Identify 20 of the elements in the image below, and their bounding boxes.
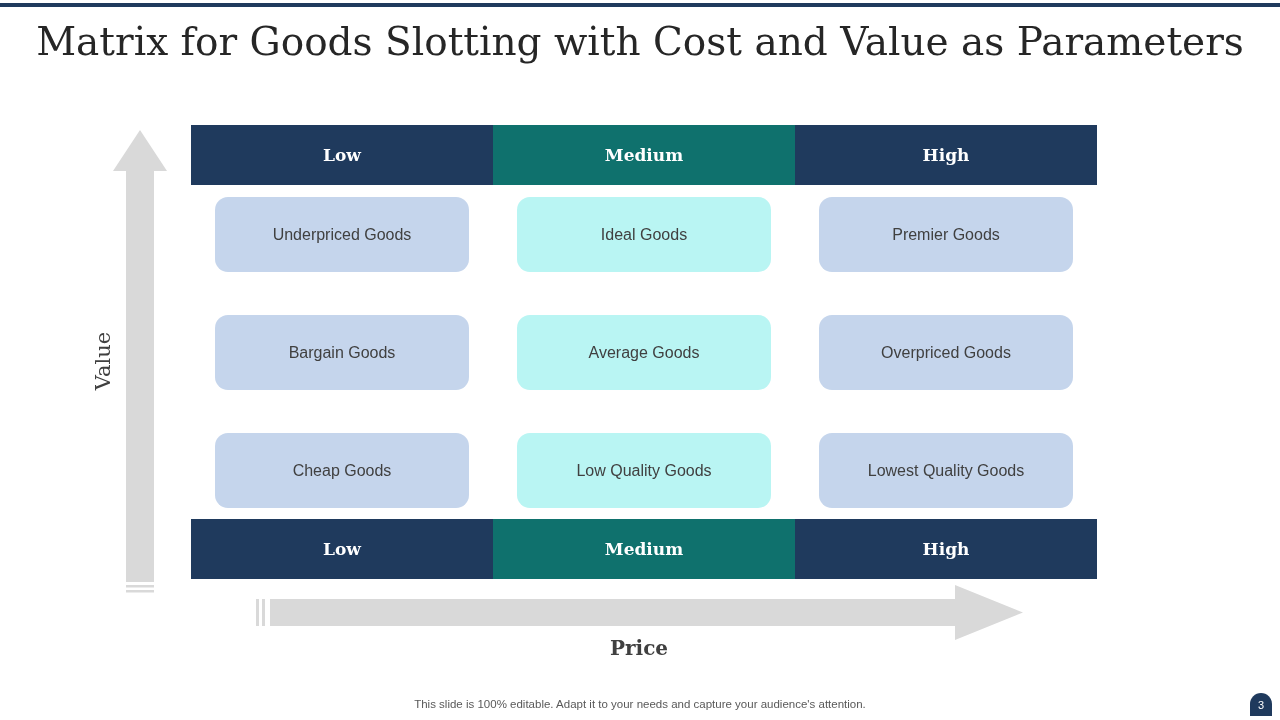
goods-category-card: Premier Goods (819, 197, 1073, 272)
goods-category-card: Underpriced Goods (215, 197, 469, 272)
level-header-band: Medium (493, 125, 795, 185)
level-header-band: Low (191, 125, 493, 185)
goods-category-card: Overpriced Goods (819, 315, 1073, 390)
axis-label: Value (91, 331, 115, 391)
goods-category-card: Low Quality Goods (517, 433, 771, 508)
slide-title: Matrix for Goods Slotting with Cost and Value as Parameters (36, 18, 1244, 66)
goods-category-card: Lowest Quality Goods (819, 433, 1073, 508)
goods-category-card: Ideal Goods (517, 197, 771, 272)
axis-label: Price (609, 636, 669, 660)
level-header-band: High (795, 519, 1097, 579)
goods-category-card: Average Goods (517, 315, 771, 390)
footer-note: This slide is 100% editable. Adapt it to your needs and capture your audience's attention. (414, 698, 866, 710)
level-header-band: Medium (493, 519, 795, 579)
level-header-band: High (795, 125, 1097, 185)
goods-category-card: Cheap Goods (215, 433, 469, 508)
level-header-band: Low (191, 519, 493, 579)
page-number-badge: 3 (1250, 693, 1272, 716)
goods-category-card: Bargain Goods (215, 315, 469, 390)
